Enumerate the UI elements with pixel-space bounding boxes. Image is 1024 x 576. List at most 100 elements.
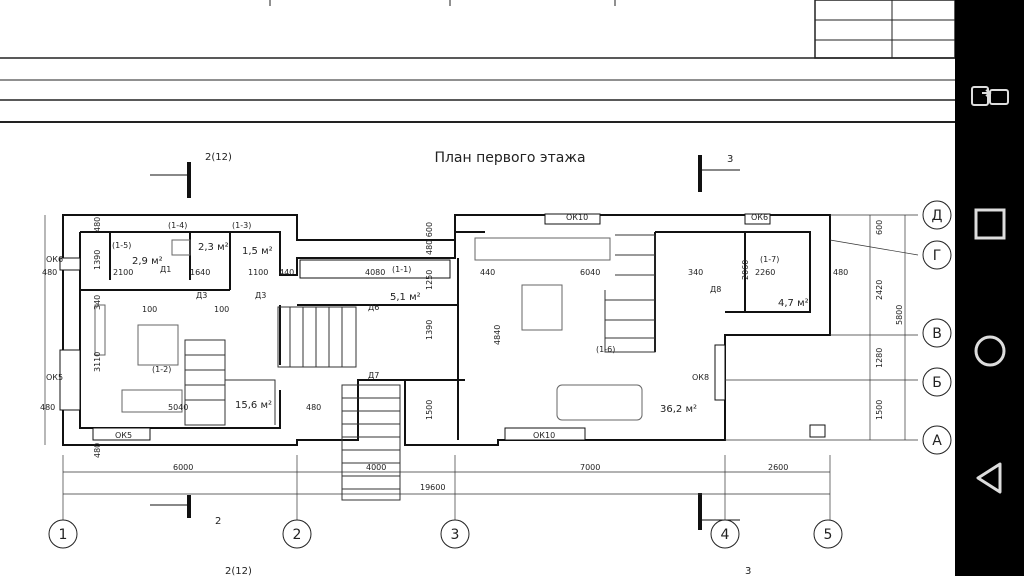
recent-apps-button[interactable] <box>955 194 1024 254</box>
room-area: 4,7 м² <box>778 298 809 309</box>
axis-label: 1 <box>59 527 68 543</box>
room-id: (1-6) <box>596 345 615 354</box>
dim: 480 <box>93 217 102 232</box>
windows <box>59 213 771 441</box>
back-triangle-icon <box>976 462 1001 494</box>
vertical-dimension-labels: 480 1390 340 3110 480 480 600 1250 1390 … <box>93 217 904 458</box>
room-area: 2,3 м² <box>198 242 229 253</box>
dim: 480 <box>40 403 55 412</box>
room-area: 5,1 м² <box>390 292 421 303</box>
section-label: 3 <box>745 566 751 576</box>
room-id: (1-1) <box>392 265 411 274</box>
mark: ОК8 <box>692 373 709 382</box>
dim: 340 <box>93 295 102 310</box>
mark: ОК10 <box>566 213 588 222</box>
dim: 100 <box>142 305 157 314</box>
axis-label: 3 <box>451 527 460 543</box>
dim: 1500 <box>425 400 434 420</box>
dim: 2420 <box>875 280 884 300</box>
dim: 19600 <box>420 483 445 492</box>
axis-label: Б <box>932 375 942 391</box>
furniture <box>94 237 826 438</box>
dimension-labels: 480 2100 1640 1100 440 4080 440 6040 340… <box>40 268 848 492</box>
room-id: (1-3) <box>232 221 251 230</box>
room-area: 1,5 м² <box>242 246 273 257</box>
dim: 1500 <box>875 400 884 420</box>
opening-marks: ОК10 ОК10 ОК6 ОК6 ОК5 ОК5 ОК8 Д1 Д3 Д3 Д… <box>46 213 768 440</box>
mark: Д3 <box>255 291 266 300</box>
dim: 1390 <box>425 320 434 340</box>
section-marks <box>187 155 702 530</box>
axis-label: 4 <box>721 527 730 543</box>
room-area: 15,6 м² <box>235 400 272 411</box>
floor-plan-drawing: План первого этажа 2(12) 2 2(12) 3 4 3 <box>0 0 955 576</box>
section-label: 2 <box>215 516 221 527</box>
axis-bubbles-horizontal: 1 2 3 4 5 <box>48 519 843 549</box>
square-icon <box>974 208 1005 240</box>
mark: ОК5 <box>46 373 63 382</box>
dim: 4080 <box>365 268 385 277</box>
drawing-title: План первого этажа <box>434 150 585 166</box>
dim: 2100 <box>113 268 133 277</box>
room-id: (1-7) <box>760 255 779 264</box>
room-id: (1-5) <box>112 241 131 250</box>
dim: 480 <box>833 268 848 277</box>
mark: Д7 <box>368 371 379 380</box>
axis-bubbles-vertical: Д Г В Б А <box>922 200 952 455</box>
section-label: 3 <box>727 154 733 165</box>
dim: 480 <box>42 268 57 277</box>
mark: ОК10 <box>533 431 555 440</box>
room-area: 36,2 м² <box>660 404 697 415</box>
axis-label: В <box>932 326 942 342</box>
room-id: (1-2) <box>152 365 171 374</box>
dim: 6040 <box>580 268 600 277</box>
dim: 440 <box>480 268 495 277</box>
dim: 100 <box>214 305 229 314</box>
room-labels: (1-1) 5,1 м² (1-2) 15,6 м² (1-3) 1,5 м² … <box>112 221 809 415</box>
back-button[interactable] <box>955 448 1024 508</box>
rotate-icon <box>970 86 1009 106</box>
dim: 4840 <box>493 325 502 345</box>
axis-label: 5 <box>824 527 833 543</box>
mark: ОК5 <box>115 431 132 440</box>
dim: 1250 <box>425 270 434 290</box>
dim: 2060 <box>741 260 750 280</box>
mark: Д8 <box>710 285 721 294</box>
dim: 340 <box>688 268 703 277</box>
home-button[interactable] <box>955 321 1024 381</box>
dim: 1640 <box>190 268 210 277</box>
circle-icon <box>974 335 1005 367</box>
section-label: 2(12) <box>225 566 252 576</box>
dim: 5800 <box>895 305 904 325</box>
dim: 5040 <box>168 403 188 412</box>
dim: 2600 <box>768 463 788 472</box>
section-label: 2(12) <box>205 152 232 163</box>
dim: 3110 <box>93 352 102 372</box>
mark: ОК6 <box>751 213 768 222</box>
dim: 1280 <box>875 348 884 368</box>
dim: 1100 <box>248 268 268 277</box>
mark: Д1 <box>160 265 171 274</box>
mark: Д3 <box>196 291 207 300</box>
room-area: 2,9 м² <box>132 256 163 267</box>
rotate-screen-button[interactable] <box>955 66 1024 126</box>
dim: 4000 <box>366 463 386 472</box>
dim: 6000 <box>173 463 193 472</box>
axis-label: Д <box>932 208 943 224</box>
mark: ОК6 <box>46 255 63 264</box>
dim: 7000 <box>580 463 600 472</box>
room-id: (1-4) <box>168 221 187 230</box>
stairs <box>184 234 656 501</box>
axis-label: Г <box>933 248 942 264</box>
mark: Д6 <box>368 303 379 312</box>
dim: 480 <box>93 443 102 458</box>
dim: 480 600 <box>425 222 434 255</box>
dim: 480 <box>306 403 321 412</box>
dim: 1390 <box>93 250 102 270</box>
system-navigation-bar <box>955 0 1024 576</box>
dim: 440 <box>279 268 294 277</box>
axis-label: 2 <box>293 527 302 543</box>
axis-label: А <box>932 433 942 449</box>
dim: 2260 <box>755 268 775 277</box>
title-block <box>0 0 955 123</box>
